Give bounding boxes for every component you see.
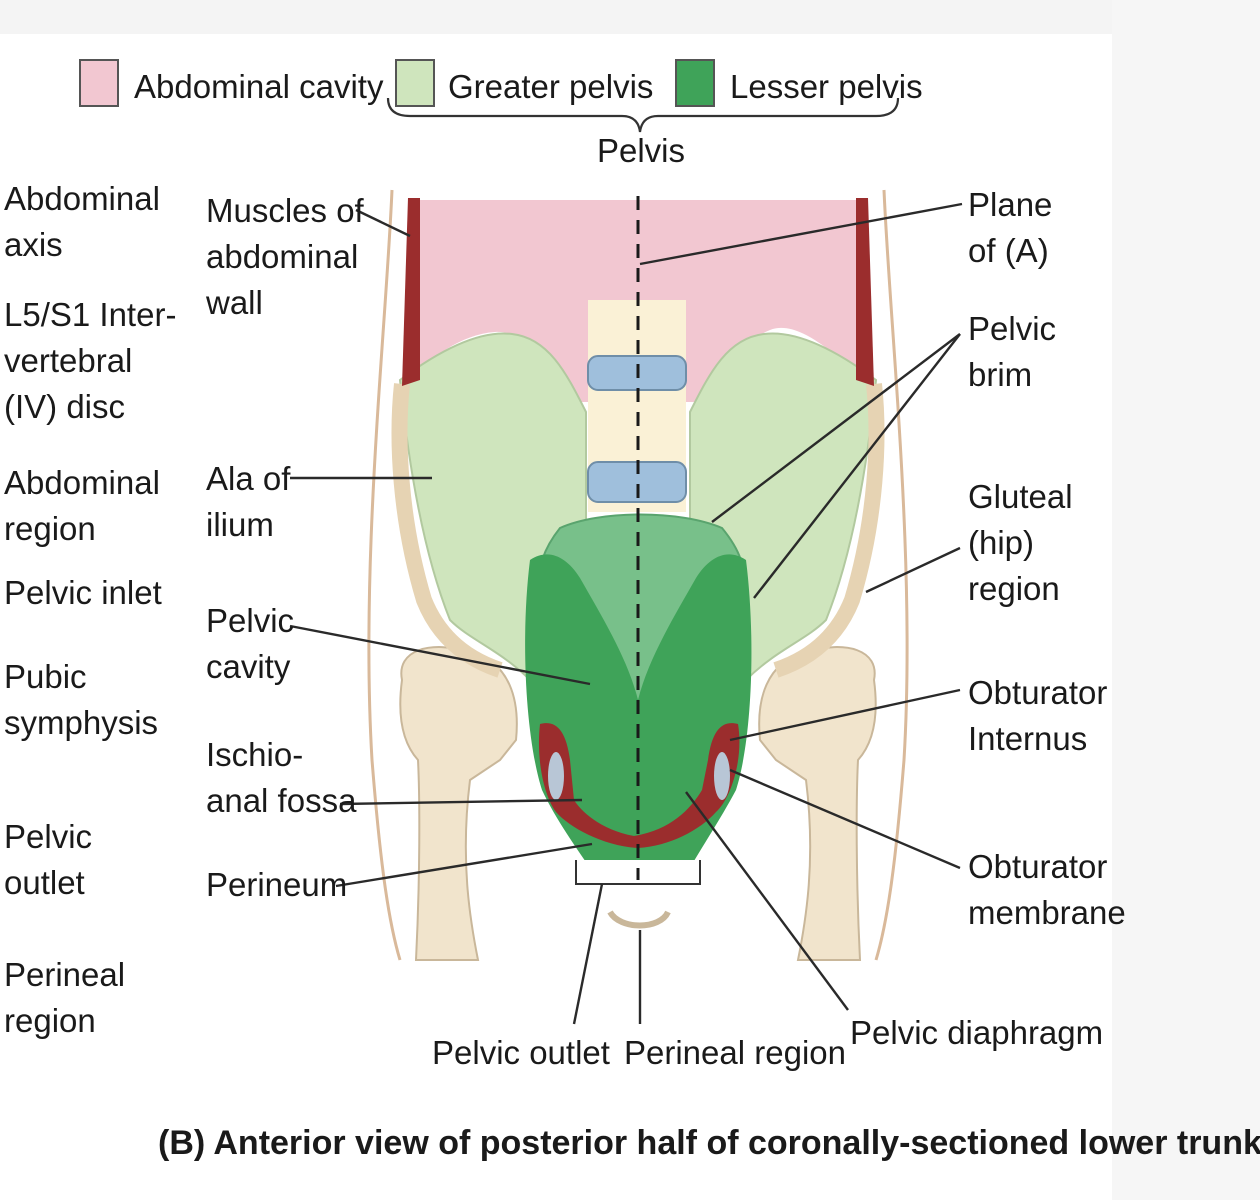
term-pelvic-inlet: Pelvic inlet	[4, 574, 162, 611]
leader-perineum	[335, 842, 593, 888]
left-iliac-crest	[391, 383, 503, 678]
right-iliac-crest	[773, 383, 885, 678]
label-perineal-region-bottom: Perineal region	[624, 1034, 846, 1071]
label-ischio-anal-fossa: Ischio-anal fossa	[206, 736, 357, 819]
pelvis-brace	[386, 97, 900, 133]
trunk-outline-left	[367, 189, 402, 961]
leader-pelvic-outlet	[572, 883, 604, 1025]
trunk-outline-right	[874, 189, 909, 961]
bottom-labels: Pelvic outlet Perineal region Pelvic dia…	[432, 1014, 1103, 1071]
abdominal-wall-muscle-right	[856, 198, 874, 386]
obturator-membrane-left	[548, 752, 564, 800]
label-pelvic-diaphragm: Pelvic diaphragm	[850, 1014, 1103, 1051]
leader-pelvic-brim-1	[711, 333, 961, 523]
legend-swatch-greater-pelvis	[395, 59, 435, 107]
legend-swatch-lesser-pelvis	[675, 59, 715, 107]
pubic-outline	[607, 910, 671, 929]
leader-obturator-internus	[729, 688, 961, 742]
label-pelvic-outlet-bottom: Pelvic outlet	[432, 1034, 610, 1071]
leader-gluteal-region	[865, 546, 961, 594]
top-margin	[0, 0, 1260, 34]
leader-pelvic-cavity	[289, 624, 591, 686]
pelvic-diaphragm-muscle	[538, 723, 740, 848]
abdominal-wall-muscle-left	[402, 198, 420, 386]
legend-label-greater-pelvis: Greater pelvis	[448, 68, 653, 105]
term-l5-s1-disc: L5/S1 Inter-vertebral(IV) disc	[4, 296, 176, 425]
leader-lines	[289, 202, 963, 1025]
legend-swatch-abdominal-cavity	[79, 59, 119, 107]
obturator-membrane-right	[714, 752, 730, 800]
label-gluteal-hip-region: Gluteal(hip)region	[968, 478, 1073, 607]
right-margin	[1112, 0, 1260, 1200]
pelvis-brace-label: Pelvis	[597, 132, 685, 169]
leader-pelvic-diaphragm	[685, 791, 849, 1011]
legend-label-abdominal-cavity: Abdominal cavity	[134, 68, 384, 105]
anatomy-illustration	[367, 189, 909, 961]
leader-muscles-abdominal-wall	[355, 208, 411, 238]
figure-caption: (B) Anterior view of posterior half of c…	[158, 1124, 1260, 1162]
leader-ischio-anal-fossa	[339, 798, 583, 806]
legend-label-lesser-pelvis: Lesser pelvis	[730, 68, 923, 105]
leader-obturator-membrane	[729, 768, 961, 870]
leader-pelvic-brim-2	[753, 333, 961, 599]
label-perineum: Perineum	[206, 866, 347, 903]
leader-plane-of-a	[639, 202, 963, 266]
legend: Abdominal cavity Greater pelvis Lesser p…	[79, 59, 923, 169]
